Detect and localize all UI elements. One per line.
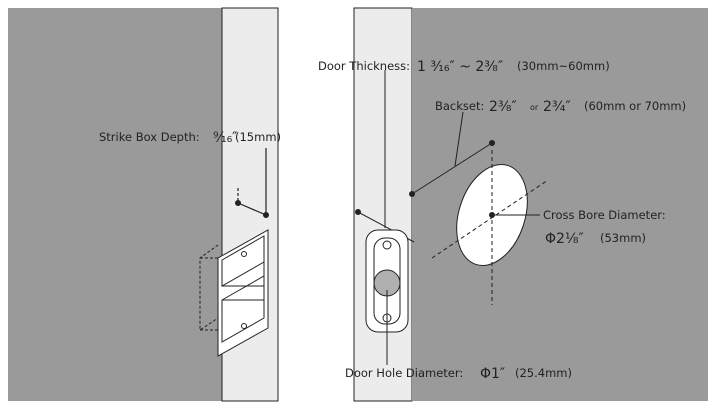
door-thickness-dot-left — [355, 209, 361, 215]
backset-value-b: 2³⁄₄″ — [543, 99, 571, 115]
right-panel: Door Thickness: 1 ³⁄₁₆″ ~ 2³⁄₈″ (30mm~60… — [318, 7, 708, 402]
door-thickness-metric: (30mm~60mm) — [517, 59, 610, 73]
door-edge — [353, 7, 413, 402]
strike-depth-metric: (15mm) — [235, 130, 281, 144]
strike-depth-value: ⁹⁄₁₆″ — [213, 130, 237, 146]
door-hole-metric: (25.4mm) — [515, 366, 572, 380]
cross-bore-centerlines — [431, 150, 549, 305]
door-thickness-caption: Door Thickness: — [318, 59, 410, 73]
door-thickness-value: 1 ³⁄₁₆″ ~ 2³⁄₈″ — [417, 59, 503, 75]
cross-bore-caption: Cross Bore Diameter: — [543, 208, 666, 222]
strike-depth-caption: Strike Box Depth: — [99, 130, 200, 144]
backset-or: or — [530, 103, 539, 112]
backset-leader — [411, 111, 493, 195]
door-hole-value: Φ1″ — [480, 366, 505, 382]
backset-metric: (60mm or 70mm) — [584, 99, 686, 113]
strike-depth-dot-left — [235, 200, 241, 206]
strike-screw-hole-top — [241, 251, 247, 257]
latch-screw-hole-top — [382, 240, 392, 250]
backset-dot — [489, 140, 495, 146]
backset-caption: Backset: — [435, 99, 484, 113]
strike-screw-hole-bottom — [241, 323, 247, 329]
left-panel: Strike Box Depth: ⁹⁄₁₆″ (15mm) — [8, 7, 281, 402]
cross-bore-metric: (53mm) — [600, 231, 646, 245]
strike-depth-dot-right — [263, 212, 269, 218]
strike-plate — [217, 229, 269, 357]
door-hole-caption: Door Hole Diameter: — [345, 366, 463, 380]
cross-bore-value: Φ2¹⁄₈″ — [545, 231, 584, 247]
strike-box-outline — [199, 244, 219, 331]
backset-value-a: 2³⁄₈″ — [489, 99, 517, 115]
left-wall — [8, 8, 222, 401]
